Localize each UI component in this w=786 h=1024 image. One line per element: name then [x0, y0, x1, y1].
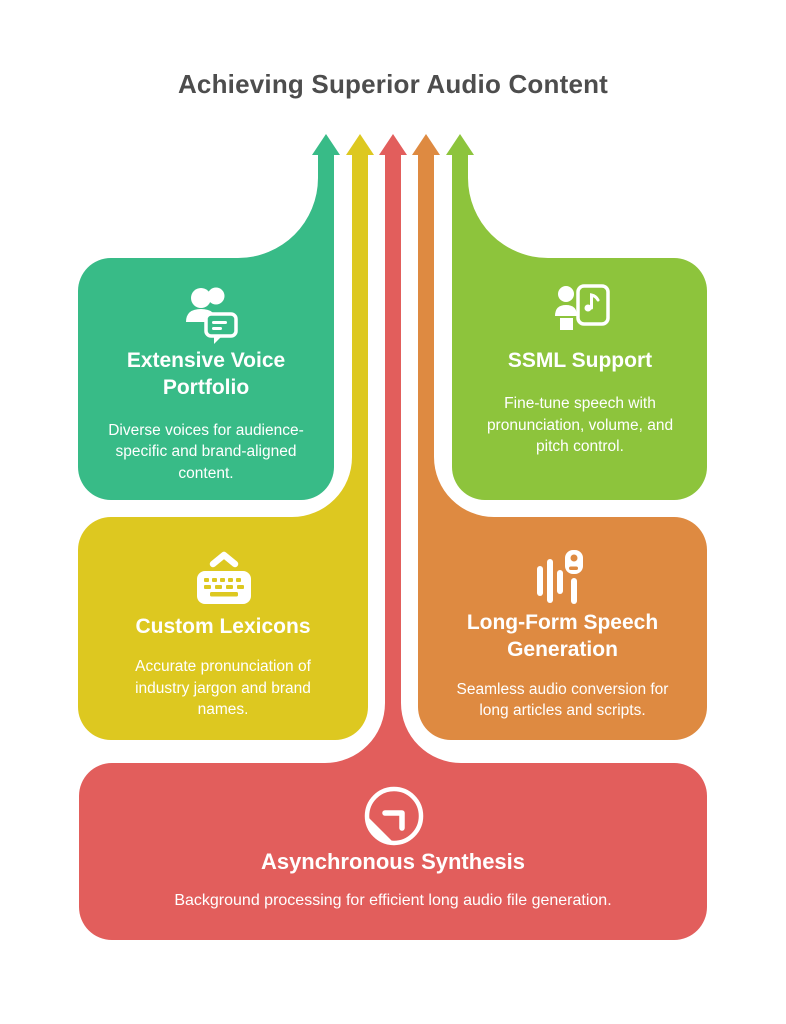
- card-heading: Custom Lexicons: [135, 615, 311, 638]
- card-ssml-support: SSML Support Fine-tune speech with pronu…: [480, 348, 680, 458]
- card-shape-custom-lexicons: [78, 134, 374, 740]
- waveform-mic-icon: [537, 550, 583, 604]
- card-body: Fine-tune speech with pronunciation, vol…: [486, 394, 674, 456]
- card-long-form-speech-generation: Long-Form Speech Generation Seamless aud…: [442, 610, 683, 722]
- card-heading: Extensive Voice Portfolio: [126, 349, 286, 399]
- card-heading: SSML Support: [507, 349, 653, 372]
- page-title: Achieving Superior Audio Content: [177, 69, 609, 100]
- users-chat-icon: [186, 287, 238, 344]
- card-heading: Asynchronous Synthesis: [260, 849, 526, 874]
- person-music-icon: [555, 284, 610, 330]
- card-heading: Long-Form Speech Generation: [466, 611, 659, 661]
- async-arrow-icon: [364, 786, 424, 846]
- keyboard-icon: [197, 551, 251, 604]
- card-body: Background processing for efficient long…: [174, 892, 612, 910]
- card-body: Accurate pronunciation of industry jargo…: [135, 657, 311, 719]
- card-shape-long-form-speech: [412, 134, 707, 740]
- card-extensive-voice-portfolio: Extensive Voice Portfolio Diverse voices…: [106, 348, 306, 485]
- card-shape-asynchronous-synthesis: [79, 134, 707, 940]
- card-asynchronous-synthesis: Asynchronous Synthesis Background proces…: [118, 848, 668, 913]
- card-body: Seamless audio conversion for long artic…: [456, 680, 669, 720]
- card-body: Diverse voices for audience-specific and…: [108, 421, 304, 483]
- card-custom-lexicons: Custom Lexicons Accurate pronunciation o…: [113, 614, 333, 721]
